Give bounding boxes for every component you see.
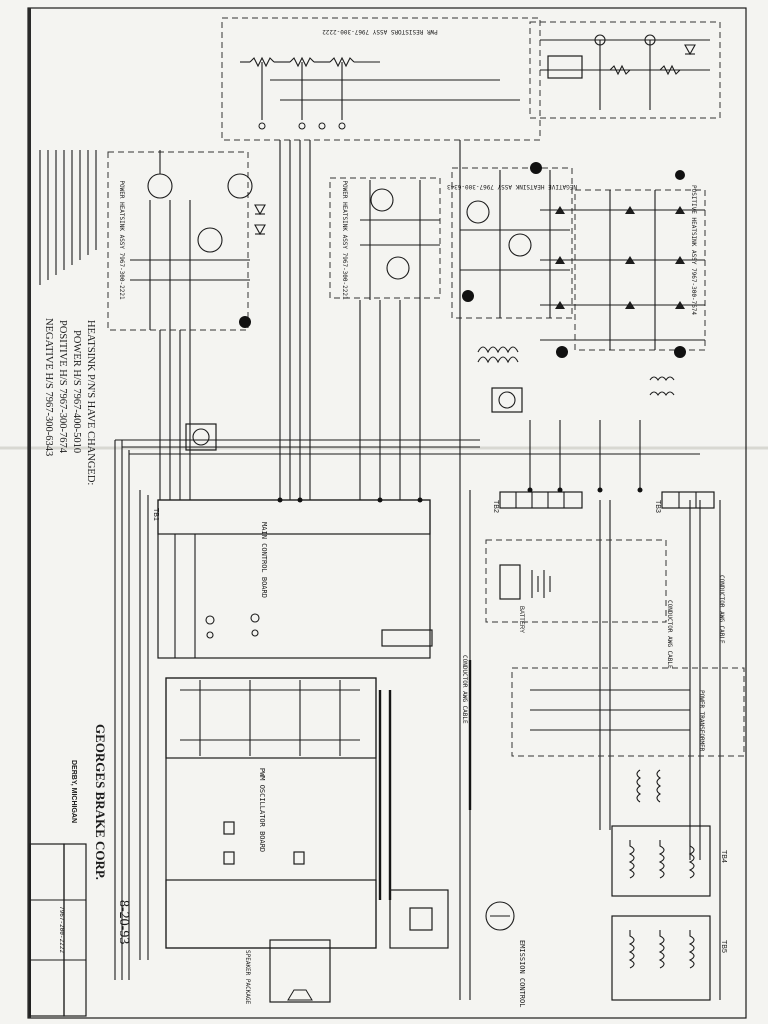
- junction-dots: [277, 487, 643, 503]
- power-transformer-label: POWER TRANSFORMER: [698, 690, 705, 752]
- binding-edge: [28, 8, 31, 1018]
- notes-list: [39, 150, 97, 285]
- battery-charger: BATTERY: [485, 539, 667, 633]
- drawing-date: 8-20-93: [116, 900, 131, 944]
- heatsink-note: HEATSINK P/N'S HAVE CHANGED: POWER H/S 7…: [43, 318, 96, 485]
- heatsink-note-line4: NEGATIVE H/S 7967-300-6343: [43, 318, 54, 456]
- center-power-heatsink: POWER HEATSINK ASSY 7967-300-2221: [329, 177, 441, 300]
- speaker-package-label: SPEAKER PACKAGE: [244, 950, 251, 1005]
- power-resistors-assembly: PWR RESISTORS ASSY 7967-300-2222: [221, 17, 541, 141]
- tb3-label: TB3: [654, 500, 661, 513]
- tb4-label: TB4: [720, 850, 727, 863]
- cable-label-2: CONDUCTOR AWG CABLE: [666, 600, 673, 669]
- heatsink-note-line2: POWER H/S 7967-400-5010: [71, 330, 82, 453]
- emission-control: EMISSION CONTROL: [389, 889, 526, 1007]
- bus-wires: [114, 140, 721, 1000]
- drawing-ref: 7967-200-2222: [58, 906, 65, 953]
- negative-heatsink-label: NEGATIVE HEATSINK ASSY 7967-300-6343: [447, 183, 577, 190]
- emission-control-label: EMISSION CONTROL: [518, 940, 526, 1007]
- tb1-label: TB1: [152, 508, 159, 521]
- title-block: GEORGES BRAKE CORP. DERBY, MICHIGAN 8-20…: [29, 724, 131, 1017]
- pwm-oscillator-board: PWM OSCILLATOR BOARD: [165, 677, 377, 949]
- power-heatsink-label-center: POWER HEATSINK ASSY 7967-300-2221: [341, 180, 348, 300]
- negative-heatsink: NEGATIVE HEATSINK ASSY 7967-300-6343: [447, 162, 577, 358]
- power-transformer: POWER TRANSFORMER: [511, 667, 745, 757]
- transformer-coils: [611, 769, 711, 1001]
- pwm-oscillator-label: PWM OSCILLATOR BOARD: [258, 768, 266, 852]
- tb5-label: TB5: [720, 940, 727, 953]
- battery-label: BATTERY: [518, 606, 524, 633]
- power-heatsink-label-left: POWER HEATSINK ASSY 7967-300-2221: [118, 180, 125, 300]
- main-control-label: MAIN CONTROL BOARD: [260, 522, 268, 598]
- terminal-strip-tb2: TB2 TB3: [492, 491, 715, 513]
- cable-label-1: CONDUCTOR AWG CABLE: [718, 575, 725, 644]
- main-control-board: MAIN CONTROL BOARD TB1: [152, 499, 433, 659]
- relay-box: [491, 387, 523, 413]
- positive-heatsink-label: POSITIVE HEATSINK ASSY 7967-300-7674: [690, 185, 697, 315]
- positive-heatsink: POSITIVE HEATSINK ASSY 7967-300-7674: [540, 170, 706, 396]
- cable-label-3: CONDUCTOR AWG CABLE: [461, 655, 468, 724]
- company-name: GEORGES BRAKE CORP.: [93, 724, 108, 880]
- thick-cables: [378, 660, 472, 900]
- speaker-package: SPEAKER PACKAGE: [244, 939, 331, 1005]
- heatsink-note-line1: HEATSINK P/N'S HAVE CHANGED:: [85, 320, 96, 485]
- top-right-circuit: [529, 21, 721, 119]
- heatsink-node: [239, 316, 251, 328]
- center-inductor: [477, 346, 519, 364]
- company-location: DERBY, MICHIGAN: [70, 760, 77, 823]
- heatsink-note-line3: POSITIVE H/S 7967-300-7674: [57, 320, 68, 454]
- power-resistors-label: PWR RESISTORS ASSY 7967-300-2222: [322, 28, 438, 35]
- tb2-label: TB2: [492, 500, 499, 513]
- left-power-heatsink: POWER HEATSINK ASSY 7967-300-2221: [107, 150, 266, 451]
